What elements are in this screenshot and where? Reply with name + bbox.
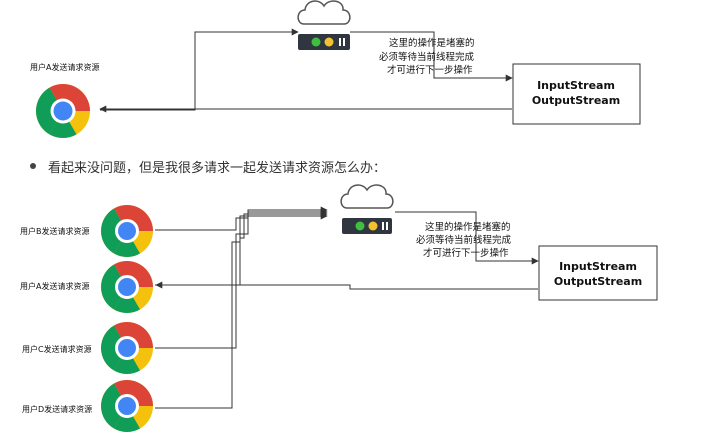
bottom-connectors [155, 206, 539, 409]
bottom-note-line: 必须等待当前线程完成 [416, 234, 512, 246]
top-note-line: 这里的操作是堵塞的 [389, 37, 475, 49]
bottom-box-line: OutputStream [554, 275, 642, 288]
cloud-server-icon [340, 184, 394, 234]
user-b-label: 用户B发送请求资源 [20, 226, 90, 236]
top-request-line [100, 28, 299, 111]
bottom-server-to-box-line [395, 211, 539, 265]
user-b-request-line [155, 206, 328, 231]
bottom-box-line: InputStream [559, 260, 637, 273]
top-server-to-box-line [350, 31, 513, 82]
chrome-icon [101, 380, 153, 432]
chrome-icon [101, 261, 153, 313]
bottom-io-box: InputStream OutputStream [538, 245, 658, 301]
bottom-note-line: 这里的操作是堵塞的 [425, 221, 511, 233]
top-io-box: InputStream OutputStream [512, 63, 641, 125]
user-a-label: 用户A发送请求资源 [20, 281, 89, 291]
top-user-label: 用户A发送请求资源 [30, 62, 99, 72]
user-d-request-line [155, 212, 328, 409]
bullet-item: 看起来没问题，但是我很多请求一起发送请求资源怎么办： [30, 156, 386, 176]
top-connectors [99, 28, 513, 113]
bullet-text: 看起来没问题，但是我很多请求一起发送请求资源怎么办： [48, 160, 387, 176]
bullet-dot [30, 163, 36, 169]
user-a-request-line [155, 210, 328, 286]
chrome-icon [36, 84, 90, 138]
top-note-line: 必须等待当前线程完成 [379, 51, 475, 63]
top-note: 这里的操作是堵塞的 必须等待当前线程完成 才可进行下一步操作 [379, 37, 475, 76]
user-c-request-line [155, 208, 328, 349]
chrome-icon [101, 205, 153, 257]
top-note-line: 才可进行下一步操作 [387, 64, 473, 76]
bottom-note-line: 才可进行下一步操作 [423, 247, 509, 259]
top-box-line: OutputStream [532, 94, 620, 107]
bottom-response-line [155, 281, 538, 290]
user-c-label: 用户C发送请求资源 [22, 344, 92, 354]
user-d-label: 用户D发送请求资源 [22, 404, 92, 414]
chrome-icon [101, 322, 153, 374]
cloud-server-icon [297, 0, 351, 50]
bottom-note: 这里的操作是堵塞的 必须等待当前线程完成 才可进行下一步操作 [416, 221, 512, 259]
top-box-line: InputStream [537, 79, 615, 92]
